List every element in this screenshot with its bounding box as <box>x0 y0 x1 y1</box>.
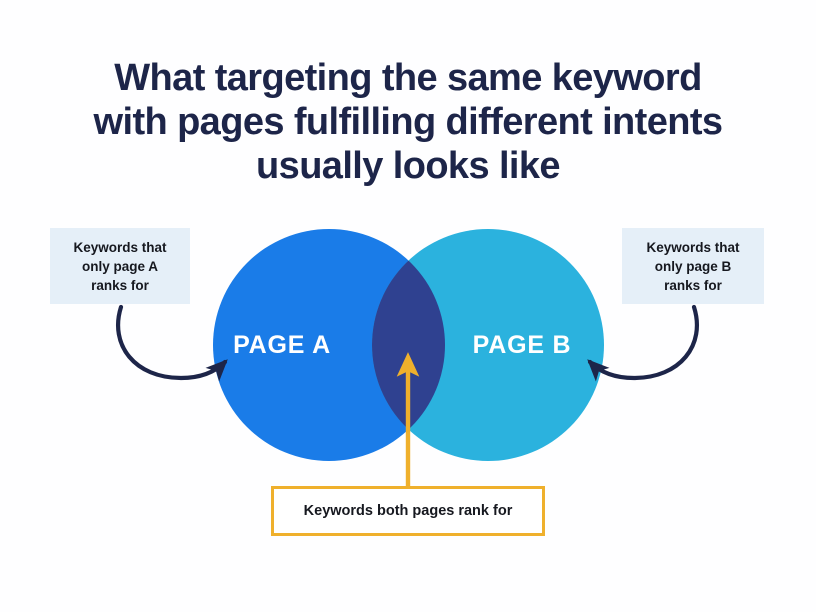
venn-label-page-a: PAGE A <box>233 331 331 359</box>
page-title: What targeting the same keyword with pag… <box>48 56 768 188</box>
callout-right: Keywords that only page B ranks for <box>622 228 764 304</box>
callout-left: Keywords that only page A ranks for <box>50 228 190 304</box>
callout-right-line-3: ranks for <box>664 277 722 293</box>
callout-right-line-2: only page B <box>654 258 732 274</box>
venn-circle-page-b <box>372 229 604 461</box>
callout-left-line-1: Keywords that <box>73 239 167 255</box>
callout-bottom: Keywords both pages rank for <box>271 486 545 536</box>
curved-arrow-right <box>587 304 700 382</box>
callout-left-line-2: only page A <box>81 258 158 274</box>
callout-left-line-3: ranks for <box>91 277 149 293</box>
callout-right-line-1: Keywords that <box>646 239 740 255</box>
page-title-line-3: usually looks like <box>256 145 560 187</box>
venn-label-page-b: PAGE B <box>472 331 572 359</box>
curved-arrow-left <box>115 304 228 382</box>
venn-circle-page-a <box>213 229 445 461</box>
callout-bottom-text: Keywords both pages rank for <box>303 503 513 519</box>
page-title-line-1: What targeting the same keyword <box>114 57 702 99</box>
page-title-line-2: with pages fulfilling different intents <box>93 101 724 143</box>
